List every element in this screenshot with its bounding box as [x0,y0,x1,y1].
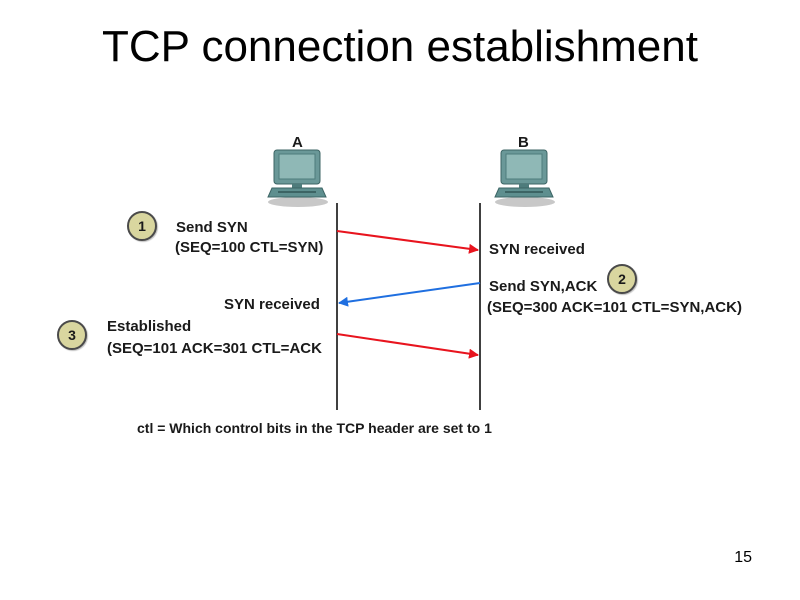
host-b-label: B [518,134,529,151]
computer-icon-b [494,149,556,208]
step-1-title: Send SYN [176,219,248,236]
step-3-title: Established [107,318,192,335]
slide-title: TCP connection establishment [102,22,698,71]
ctl-footnote: ctl = Which control bits in the TCP head… [137,420,492,436]
step-2-detail: (SEQ=300 ACK=101 CTL=SYN,ACK) [487,299,742,316]
computer-icon-a [267,149,329,208]
step-1-detail: (SEQ=100 CTL=SYN) [175,239,324,256]
host-a-label: A [292,134,303,151]
step-2-title: Send SYN,ACK [489,278,598,295]
page-number: 15 [734,549,752,566]
a-syn-received-label: SYN received [224,296,320,313]
step-3-detail: (SEQ=101 ACK=301 CTL=ACK [107,340,322,357]
ack-arrow [336,333,479,359]
step-3-circle: 3 [57,320,87,350]
syn-arrow [336,230,479,254]
syn-ack-arrow [338,282,481,307]
step-2-circle: 2 [607,264,637,294]
b-syn-received-label: SYN received [489,241,585,258]
step-1-circle: 1 [127,211,157,241]
